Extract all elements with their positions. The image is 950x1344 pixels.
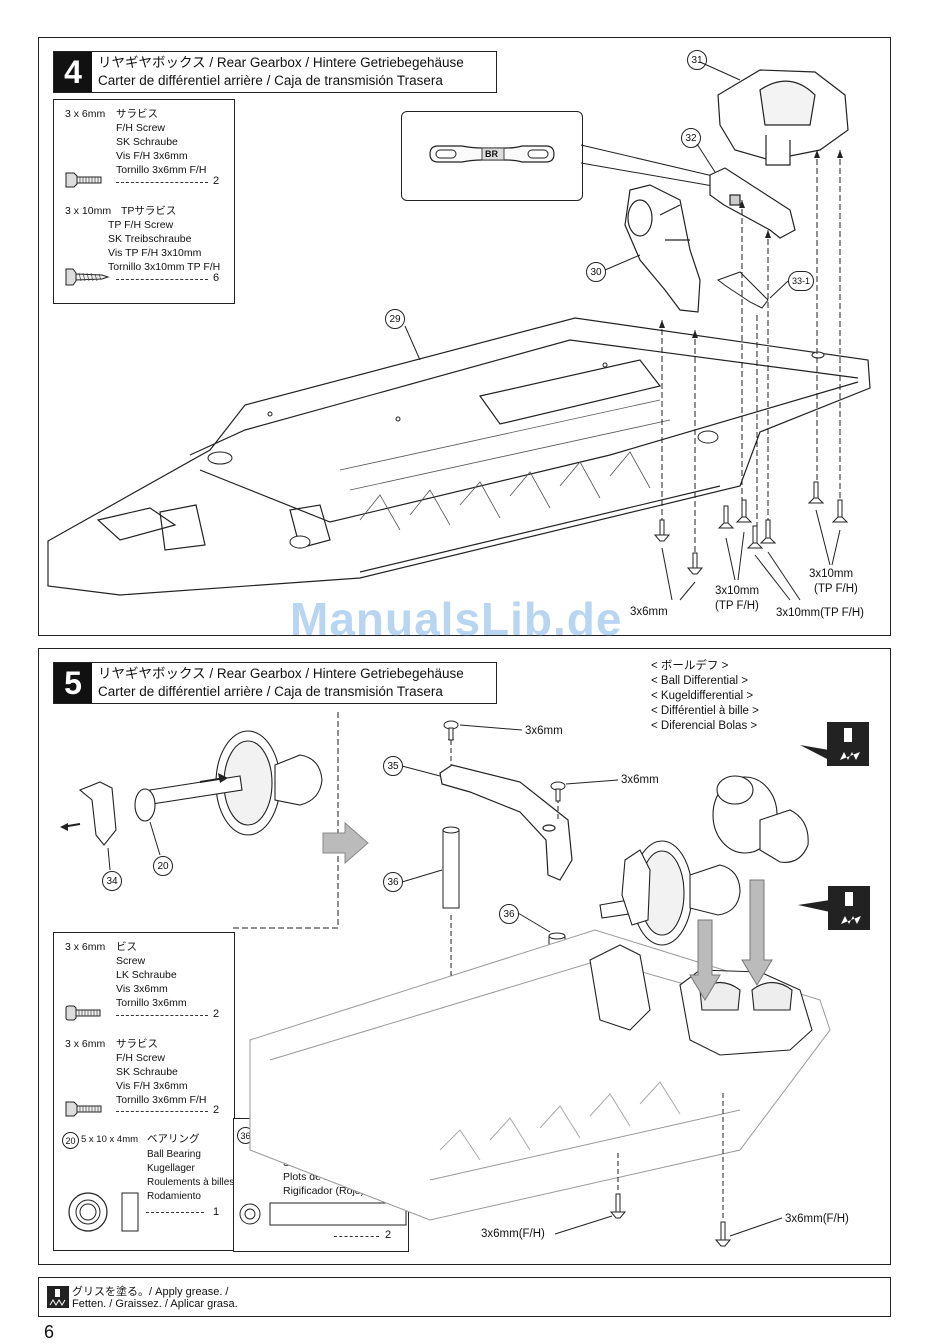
label-screw-top: 3x6mm <box>525 725 563 737</box>
label-fh-right: 3x6mm(F/H) <box>785 1213 849 1225</box>
gearbox-half-left <box>624 184 701 313</box>
part-size: 3 x 6mm <box>65 108 106 120</box>
callout-34: 34 <box>102 871 122 891</box>
tp-screw-icon <box>65 268 110 286</box>
label-3x6mm: 3x6mm <box>630 606 668 618</box>
rear-hinge-holder <box>709 167 796 239</box>
step-4-number: 4 <box>54 52 92 92</box>
callout-31: 31 <box>687 50 707 70</box>
callout-35: 35 <box>383 756 403 776</box>
step-5-parts-box: 3 x 6mm ビス Screw LK Schraube Vis 3x6mm T… <box>53 932 235 1124</box>
step-5-title: リヤギヤボックス / Rear Gearbox / Hintere Getrie… <box>98 666 464 699</box>
fh-screw-icon <box>65 1101 102 1117</box>
callout-32: 32 <box>681 128 701 148</box>
step-4-title: リヤギヤボックス / Rear Gearbox / Hintere Getrie… <box>98 55 464 88</box>
fh-screw-icon <box>65 172 102 188</box>
gearbox-half-right <box>717 69 849 166</box>
part-32-detail-inset: BR <box>401 111 583 201</box>
grease-icon <box>47 1286 69 1308</box>
chassis-plate <box>47 317 871 596</box>
step-4-header: 4 リヤギヤボックス / Rear Gearbox / Hintere Getr… <box>53 51 497 93</box>
label-3x10mm-mid: 3x10mm(TP F/H) <box>776 607 864 619</box>
callout-20: 20 <box>153 856 173 876</box>
callout-33-1: 33-1 <box>788 271 814 291</box>
label-3x10mm-right: 3x10mm <box>809 568 854 580</box>
grease-legend: グリスを塗る。/ Apply grease. / Fetten. / Grais… <box>38 1277 891 1317</box>
callout-30: 30 <box>586 262 606 282</box>
ball-diff-label: < ボールデフ > < Ball Differential > < Kugeld… <box>651 660 759 732</box>
stiffener-post-icon <box>239 1202 407 1226</box>
label-screw-mid: 3x6mm <box>621 774 659 786</box>
hinge-pin-holder-icon <box>429 145 555 163</box>
label-tpfh-left: (TP F/H) <box>715 600 759 612</box>
part-name-jp: サラビス <box>116 108 158 120</box>
bearing-box: 20 5 x 10 x 4mm ベアリング Ball Bearing Kugel… <box>53 1122 235 1251</box>
label-tpfh-right: (TP F/H) <box>814 583 858 595</box>
part-mark: BR <box>485 149 498 159</box>
grease-text-line1: グリスを塗る。/ Apply grease. / <box>72 1286 229 1298</box>
stiffener-post-box: 36 5 x 31mm ステフナーポスト (赤) Stiffener Post … <box>233 1118 414 1252</box>
step-5-header: 5 リヤギヤボックス / Rear Gearbox / Hintere Getr… <box>53 662 497 704</box>
grease-text-line2: Fetten. / Graissez. / Aplicar grasa. <box>72 1298 238 1310</box>
label-3x10mm-left: 3x10mm <box>715 585 760 597</box>
step-5-number: 5 <box>54 663 92 703</box>
screw-icon <box>65 1005 101 1021</box>
bearing-icon <box>68 1192 139 1232</box>
label-fh-left: 3x6mm(F/H) <box>481 1228 545 1240</box>
post-callout: 36 <box>237 1127 254 1144</box>
page-number: 6 <box>44 1322 55 1342</box>
bearing-callout: 20 <box>62 1132 79 1149</box>
callout-29: 29 <box>385 309 405 329</box>
watermark: ManualsLib.de <box>290 593 623 645</box>
step-4-parts-box: 3 x 6mm サラビス F/H Screw SK Schraube Vis F… <box>53 99 235 304</box>
suspension-plate <box>716 271 769 309</box>
callout-36-b: 36 <box>499 904 519 924</box>
screws-step4 <box>653 481 849 575</box>
callout-36-a: 36 <box>383 872 403 892</box>
part-qty: 2 <box>213 175 220 187</box>
